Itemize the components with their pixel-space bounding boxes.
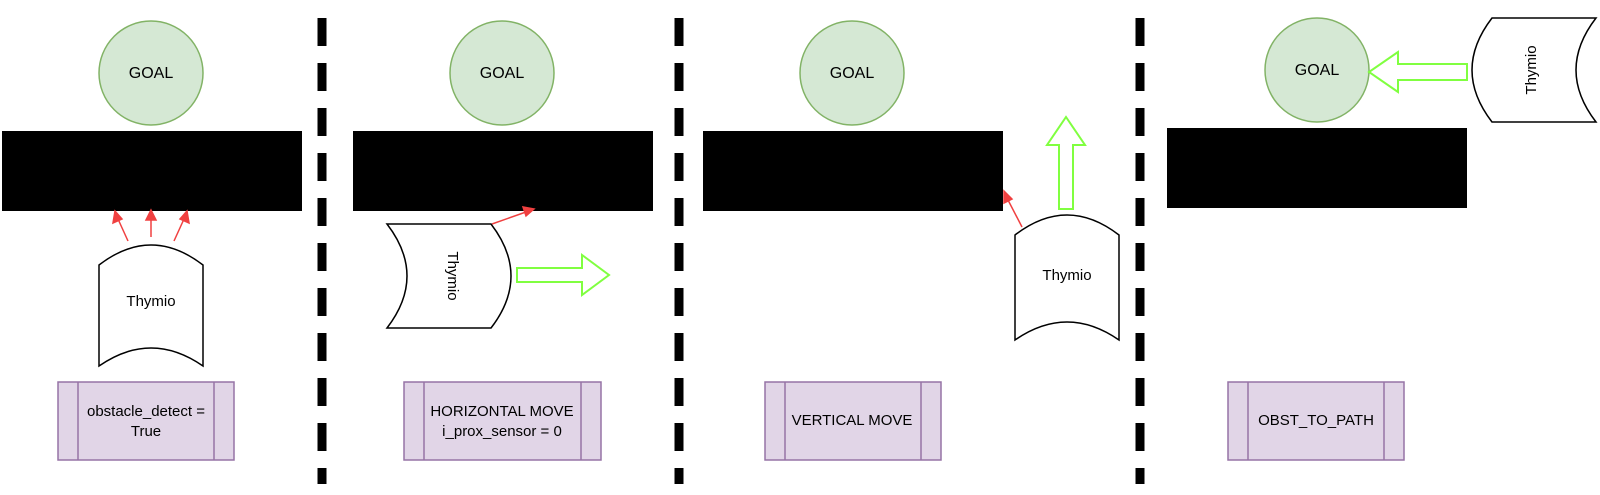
panel-vertical-move: GOAL Thymio VERTICAL MOVE <box>703 20 1120 461</box>
sensor-arrows <box>491 206 536 225</box>
state-label-line-1: OBST_TO_PATH <box>1258 412 1374 429</box>
obstacle-wall <box>353 131 653 211</box>
state-label-line-1: VERTICAL MOVE <box>792 412 913 429</box>
robot-label: Thymio <box>1523 45 1540 94</box>
goal-label: GOAL <box>830 65 875 82</box>
goal-node: GOAL <box>449 20 555 126</box>
goal-node: GOAL <box>799 20 905 126</box>
state-label-line-1: obstacle_detect = <box>87 403 205 420</box>
thymio-robot: Thymio <box>1471 17 1598 123</box>
robot-label: Thymio <box>126 293 175 310</box>
panel-obst-to-path: GOAL Thymio OBST_TO_PATH <box>1167 17 1598 461</box>
goal-label: GOAL <box>1295 62 1340 79</box>
state-label-line-2: True <box>131 423 161 440</box>
thymio-robot: Thymio <box>385 223 512 329</box>
panel-obstacle-detect: GOAL Thymio obstacle_detect = True <box>2 20 302 461</box>
move-arrow-up <box>1045 115 1087 210</box>
state-label-line-2: i_prox_sensor = 0 <box>442 423 562 440</box>
robot-label: Thymio <box>444 251 461 300</box>
panel-horizontal-move: GOAL Thymio HORIZONTAL MOVE i_prox_senso… <box>353 20 653 461</box>
state-box: HORIZONTAL MOVE i_prox_sensor = 0 <box>403 381 602 461</box>
obstacle-wall <box>1167 128 1467 208</box>
obstacle-wall <box>703 131 1003 211</box>
sensor-arrows <box>1003 189 1023 228</box>
thymio-robot: Thymio <box>98 244 204 368</box>
state-box: obstacle_detect = True <box>57 381 235 461</box>
goal-node: GOAL <box>98 20 204 126</box>
state-label-line-1: HORIZONTAL MOVE <box>430 403 573 420</box>
goal-label: GOAL <box>129 65 174 82</box>
goal-label: GOAL <box>480 65 525 82</box>
thymio-robot: Thymio <box>1014 214 1120 342</box>
robot-label: Thymio <box>1042 267 1091 284</box>
move-arrow-left <box>1367 50 1468 94</box>
goal-node: GOAL <box>1264 17 1370 123</box>
obstacle-wall <box>2 131 302 211</box>
state-box: OBST_TO_PATH <box>1227 381 1405 461</box>
move-arrow-right <box>516 253 611 297</box>
state-box: VERTICAL MOVE <box>764 381 942 461</box>
sensor-arrows <box>112 208 190 242</box>
